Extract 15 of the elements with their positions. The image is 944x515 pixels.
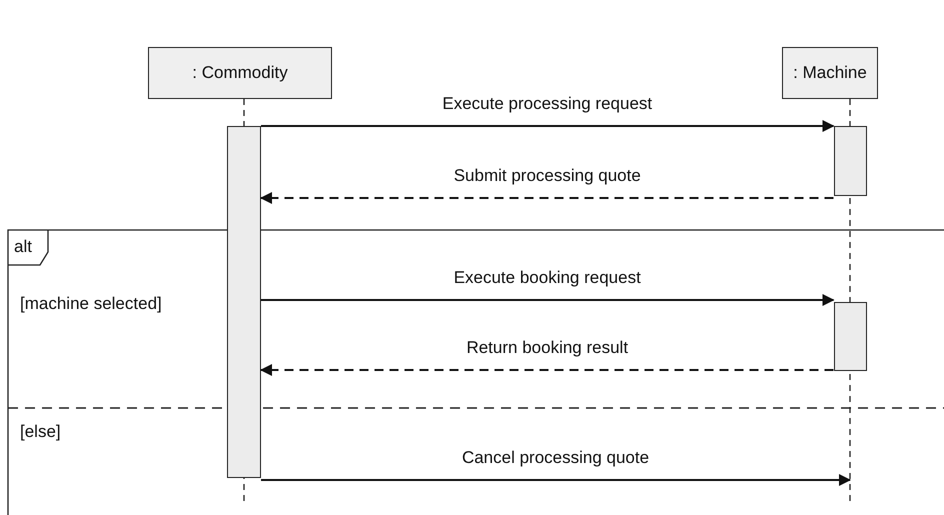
- message-label: Cancel processing quote: [460, 448, 652, 468]
- message-label: Submit processing quote: [452, 166, 643, 186]
- message-arrow: [261, 120, 834, 132]
- operator-tag: alt: [8, 230, 49, 266]
- guard-condition: [else]: [20, 422, 61, 442]
- message-arrow: [261, 474, 851, 486]
- participant-box: : Commodity: [148, 47, 332, 99]
- guard-condition: [machine selected]: [20, 294, 162, 314]
- activation-bar: [834, 302, 866, 371]
- participant-box: : Machine: [782, 47, 878, 99]
- message-arrow: [261, 294, 834, 306]
- activation-bar: [227, 126, 261, 478]
- message-arrow: [260, 364, 834, 376]
- message-arrow: [260, 192, 834, 204]
- activation-bar: [834, 126, 866, 196]
